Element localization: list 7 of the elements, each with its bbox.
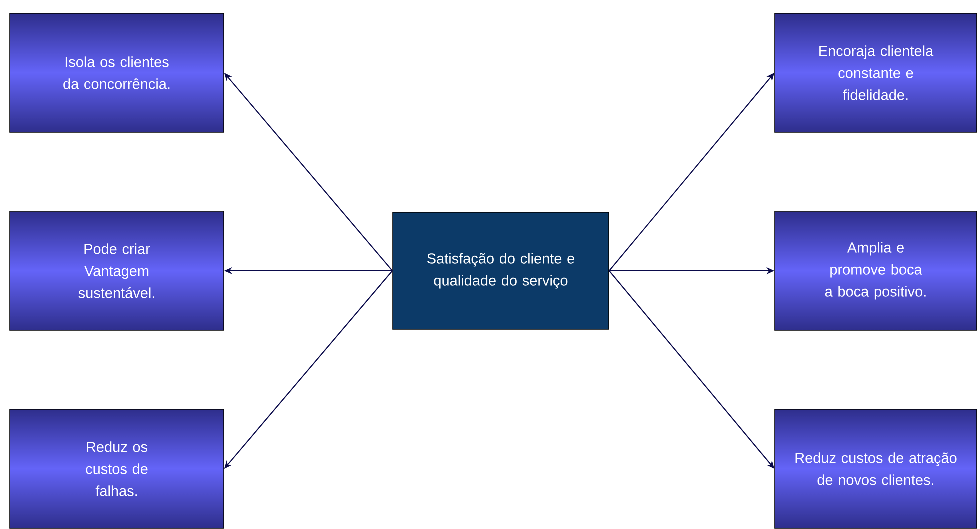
outcome-box: Amplia e promove boca a boca positivo. [774, 211, 978, 331]
outcome-box: Encoraja clientela constante e fidelidade. [774, 13, 978, 133]
outcome-box: Isola os clientes da concorrência. [10, 13, 224, 133]
outcome-box: Pode criar Vantagem sustentável. [10, 211, 224, 331]
outcome-box: Reduz custos de atração de novos clientes. [774, 409, 978, 529]
outcome-box: Reduz os custos de falhas. [10, 409, 224, 529]
central-box: Satisfação do cliente e qualidade do serviço [392, 212, 610, 330]
